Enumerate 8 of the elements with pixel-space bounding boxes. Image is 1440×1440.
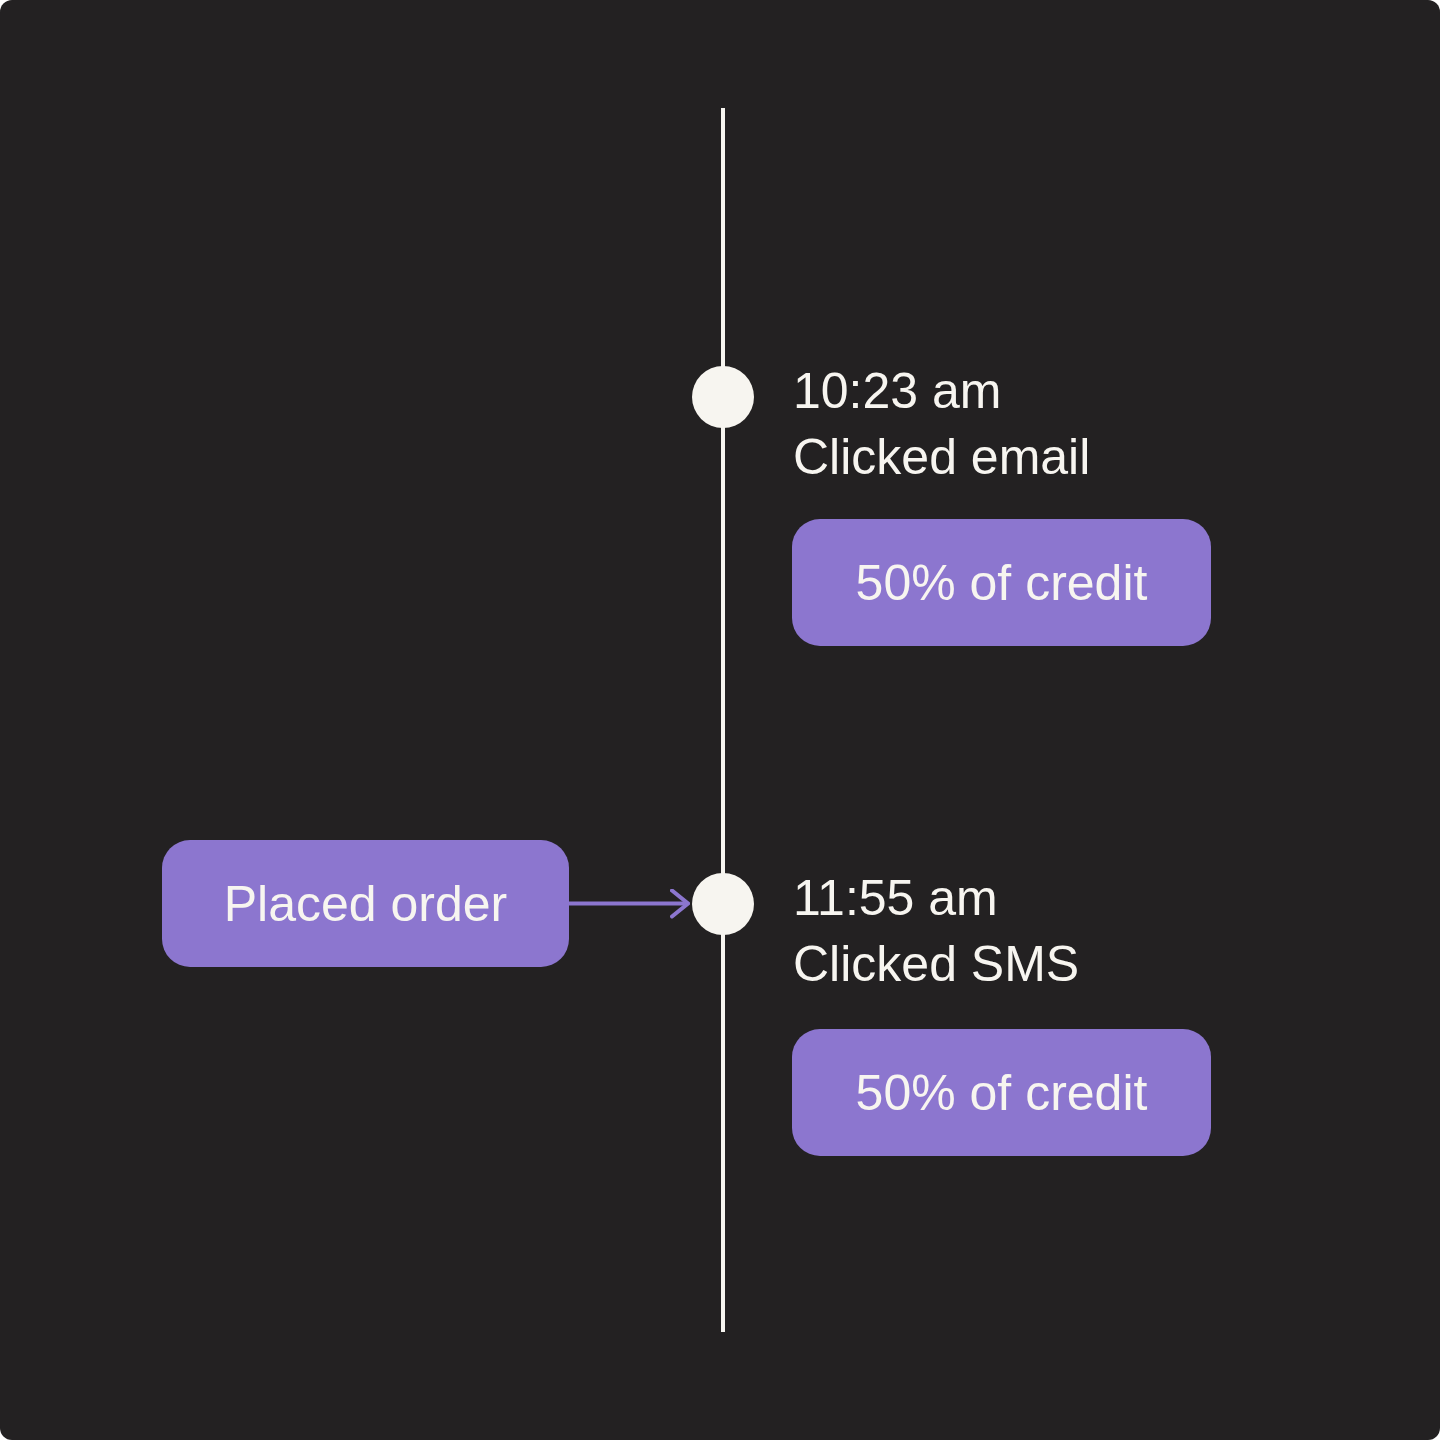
- event-time: 10:23 am: [793, 362, 1003, 420]
- credit-tag: 50% of credit: [792, 519, 1211, 646]
- arrow: [569, 888, 690, 919]
- event-label: Clicked SMS: [793, 935, 1080, 993]
- credit-tag: Placed order: [162, 840, 569, 967]
- event-label: Clicked email: [793, 428, 1091, 486]
- credit-tag: 50% of credit: [792, 1029, 1211, 1156]
- event-time: 11:55 am: [793, 869, 999, 927]
